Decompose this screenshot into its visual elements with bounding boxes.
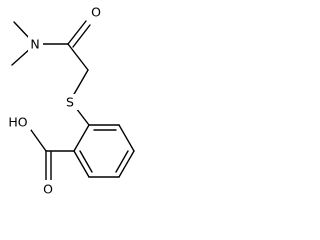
ring-bond-3 (118, 150, 135, 178)
atom-label-sulfur: S (66, 95, 74, 110)
atom-label-oxygen-acid: O (43, 182, 53, 197)
atom-label-oxygen-amide: O (91, 5, 101, 20)
ring-bond-5 (73, 150, 90, 178)
label-mask-o-acid (41, 180, 55, 196)
label-mask-ho (5, 114, 31, 130)
bond-carboxyl-oh (30, 129, 47, 152)
bond-carbonyl-double-b (72, 24, 91, 48)
label-mask-n (28, 36, 43, 52)
bond-ch2-s (72, 69, 89, 97)
bond-carbonyl-double-a (67, 20, 87, 45)
ring-bond-2 (118, 124, 135, 152)
atom-label-nitrogen: N (30, 37, 39, 52)
label-mask-o-amide (89, 4, 103, 20)
ring-bond-6 (73, 124, 90, 152)
ring-inner-bond-3 (79, 150, 93, 173)
ring-inner-bond-2 (115, 150, 129, 173)
atom-label-hydroxyl: HO (8, 115, 27, 130)
chemical-structure: O N S HO O (5, 4, 135, 197)
label-mask-s (64, 94, 78, 110)
bond-s-ring (75, 107, 90, 126)
bond-n-methyl-2 (11, 47, 32, 66)
bond-carbonyl-ch2 (67, 43, 89, 71)
